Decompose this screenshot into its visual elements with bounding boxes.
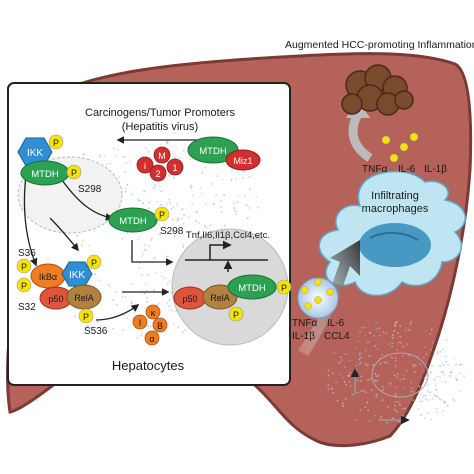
ikk-complex-2 bbox=[61, 261, 93, 287]
phospho-1 bbox=[48, 134, 64, 150]
phospho-label-5: P bbox=[21, 281, 27, 291]
site-s36: S36 bbox=[18, 248, 36, 259]
rela-label-2: RelA bbox=[210, 293, 230, 303]
macrophage-label-line2: macrophages bbox=[362, 203, 429, 215]
phospho-5 bbox=[16, 277, 32, 293]
frag-b: B bbox=[157, 321, 163, 331]
cytokine-dots-out bbox=[381, 132, 419, 163]
phospho-label-8: P bbox=[281, 283, 287, 293]
cytokine-tnfa-out: TNFα bbox=[362, 164, 387, 175]
mtdh-label-4: MTDH bbox=[238, 283, 266, 294]
red-subunits bbox=[136, 146, 184, 182]
arrow-degradation bbox=[95, 304, 140, 321]
subunit-2: 2 bbox=[155, 169, 160, 179]
frag-i: I bbox=[139, 318, 142, 328]
inset-header-line2: (Hepatitis virus) bbox=[122, 121, 198, 133]
miz1 bbox=[225, 149, 261, 171]
p50-label-2: p50 bbox=[182, 294, 197, 304]
site-s536: S536 bbox=[84, 326, 108, 337]
mtdh-label-2: MTDH bbox=[199, 146, 227, 157]
subunit-m: M bbox=[158, 151, 166, 161]
rela-2 bbox=[202, 284, 238, 310]
figure-title: Augmented HCC-promoting Inflammation bbox=[285, 39, 474, 51]
cytokine-il1b-out: IL-1β bbox=[424, 164, 447, 175]
frag-alpha: α bbox=[149, 334, 154, 344]
frag-kappa: κ bbox=[151, 308, 156, 318]
miz1-label: Miz1 bbox=[233, 156, 252, 166]
subunit-1: 1 bbox=[172, 163, 177, 173]
macrophage-nucleus bbox=[359, 223, 431, 267]
mtdh-label-3: MTDH bbox=[119, 216, 147, 227]
inset-header-line1: Carcinogens/Tumor Promoters bbox=[85, 107, 235, 119]
phospho-label-7: P bbox=[83, 312, 89, 322]
phospho-9 bbox=[228, 306, 244, 322]
nucleus-fold bbox=[369, 232, 419, 241]
mtdh-label-1: MTDH bbox=[31, 169, 59, 180]
ikba-fragments bbox=[132, 304, 168, 346]
phospho-8 bbox=[276, 279, 292, 295]
tissue-ring bbox=[371, 352, 429, 398]
cytokine-il6-out: IL-6 bbox=[398, 164, 416, 175]
cytokine-il1b-in: IL-1β bbox=[292, 331, 315, 342]
ikk-label-2: IKK bbox=[69, 270, 85, 281]
gene-targets: Tnf,Il6,Il1β,Ccl4,etc. bbox=[186, 230, 270, 241]
cytokine-tnfa-in: TNFα bbox=[292, 318, 317, 329]
arrow-mtdh-down bbox=[23, 174, 38, 267]
tumor-mass bbox=[341, 64, 414, 116]
subunit-i: i bbox=[144, 161, 146, 171]
phospho-label-9: P bbox=[233, 310, 239, 320]
arrow-to-ikba bbox=[49, 217, 79, 252]
phospho-2 bbox=[66, 164, 82, 180]
phospho-4 bbox=[16, 258, 32, 274]
cytokine-dots-in bbox=[301, 278, 334, 310]
tss-arrow bbox=[209, 240, 232, 260]
mtdh-4 bbox=[227, 274, 277, 300]
site-s298-b: S298 bbox=[160, 226, 184, 237]
hepatocytes-label: Hepatocytes bbox=[112, 358, 185, 373]
site-s298-a: S298 bbox=[78, 184, 102, 195]
arrow-mtdh-to-nucleus bbox=[131, 240, 174, 266]
macrophage-label-line1: Infiltrating bbox=[371, 190, 419, 202]
phospho-label-3: P bbox=[159, 210, 165, 220]
phospho-6 bbox=[86, 254, 102, 270]
phospho-label-4: P bbox=[21, 262, 27, 272]
phospho-7 bbox=[78, 308, 94, 324]
phospho-label-1: P bbox=[53, 138, 59, 148]
mtdh-3 bbox=[108, 207, 158, 233]
cytokine-il6-in: IL-6 bbox=[327, 318, 345, 329]
phospho-label-6: P bbox=[91, 258, 97, 268]
site-s32: S32 bbox=[18, 302, 36, 313]
rela-label-1: RelA bbox=[74, 293, 94, 303]
p50-label-1: p50 bbox=[48, 294, 63, 304]
ikba-label: IkBα bbox=[39, 272, 57, 282]
arrow-mtdh-release bbox=[61, 179, 114, 221]
cytokine-ccl4-in: CCL4 bbox=[324, 331, 350, 342]
phospho-label-2: P bbox=[71, 168, 77, 178]
phospho-3 bbox=[154, 206, 170, 222]
ikk-label-1: IKK bbox=[27, 148, 43, 159]
